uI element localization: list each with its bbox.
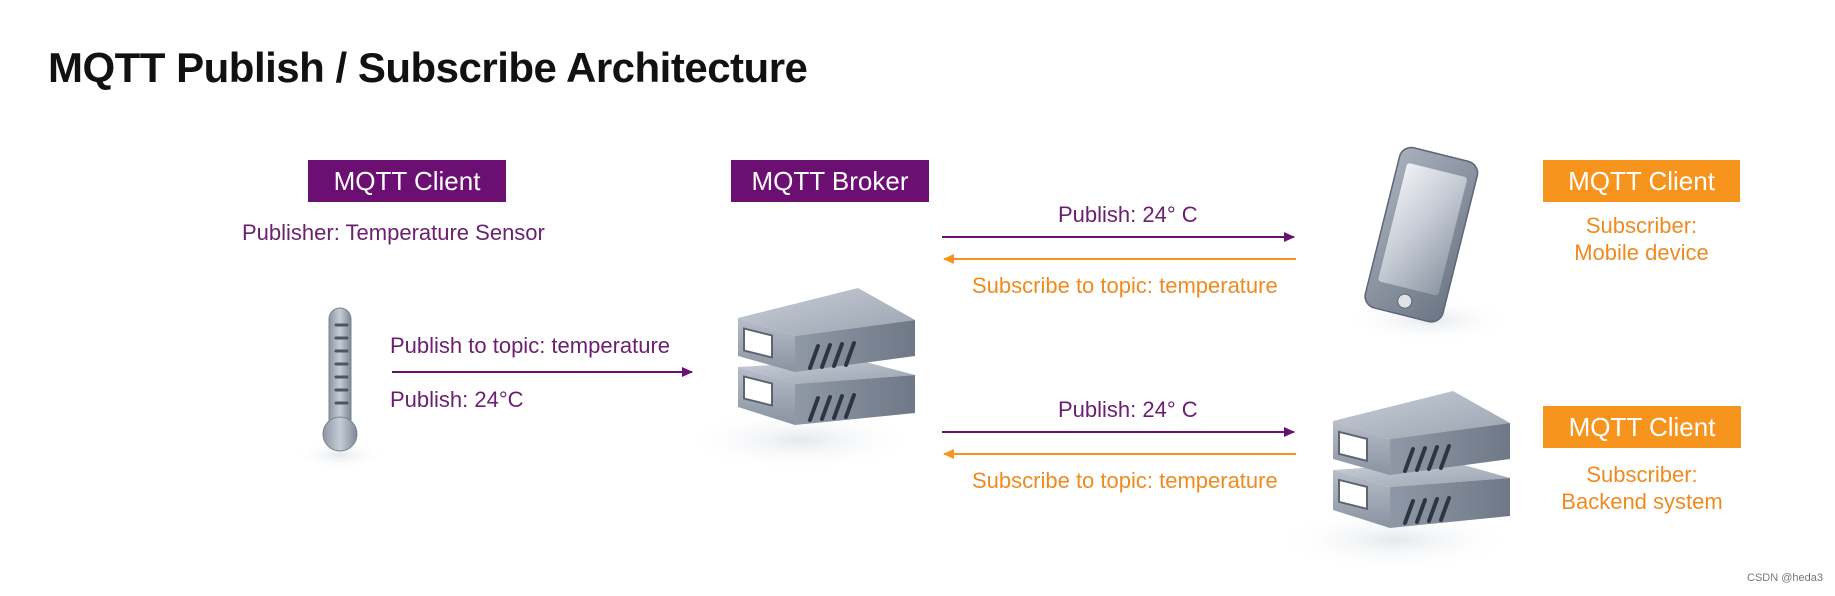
smartphone-icon	[1345, 146, 1515, 342]
publish-value-label: Publish: 24°C	[390, 387, 524, 412]
publish-topic-label: Publish to topic: temperature	[390, 333, 671, 358]
mobile-publish-label: Publish: 24° C	[1058, 202, 1198, 227]
watermark: CSDN @heda3	[1747, 572, 1823, 584]
broker-badge: MQTT Broker	[731, 160, 929, 202]
mobile-role-line2: Mobile device	[1574, 240, 1709, 265]
mobile-role: Subscriber: Mobile device	[1543, 212, 1740, 266]
backend-role: Subscriber: Backend system	[1543, 461, 1741, 515]
mobile-subscribe-label: Subscribe to topic: temperature	[972, 273, 1278, 298]
thermometer-icon	[295, 307, 385, 469]
mobile-role-line1: Subscriber:	[1585, 213, 1698, 238]
backend-role-line2: Backend system	[1561, 489, 1723, 514]
mobile-client-badge: MQTT Client	[1543, 160, 1740, 202]
backend-server-icon	[1275, 391, 1515, 570]
page-title: MQTT Publish / Subscribe Architecture	[48, 44, 808, 91]
publisher-role: Publisher: Temperature Sensor	[242, 220, 545, 245]
backend-subscribe-label: Subscribe to topic: temperature	[972, 468, 1278, 493]
broker-server-icon	[680, 288, 920, 470]
publisher-client-badge: MQTT Client	[308, 160, 506, 202]
backend-client-badge: MQTT Client	[1543, 406, 1741, 448]
backend-publish-label: Publish: 24° C	[1058, 397, 1198, 422]
backend-role-line1: Subscriber:	[1586, 462, 1698, 487]
